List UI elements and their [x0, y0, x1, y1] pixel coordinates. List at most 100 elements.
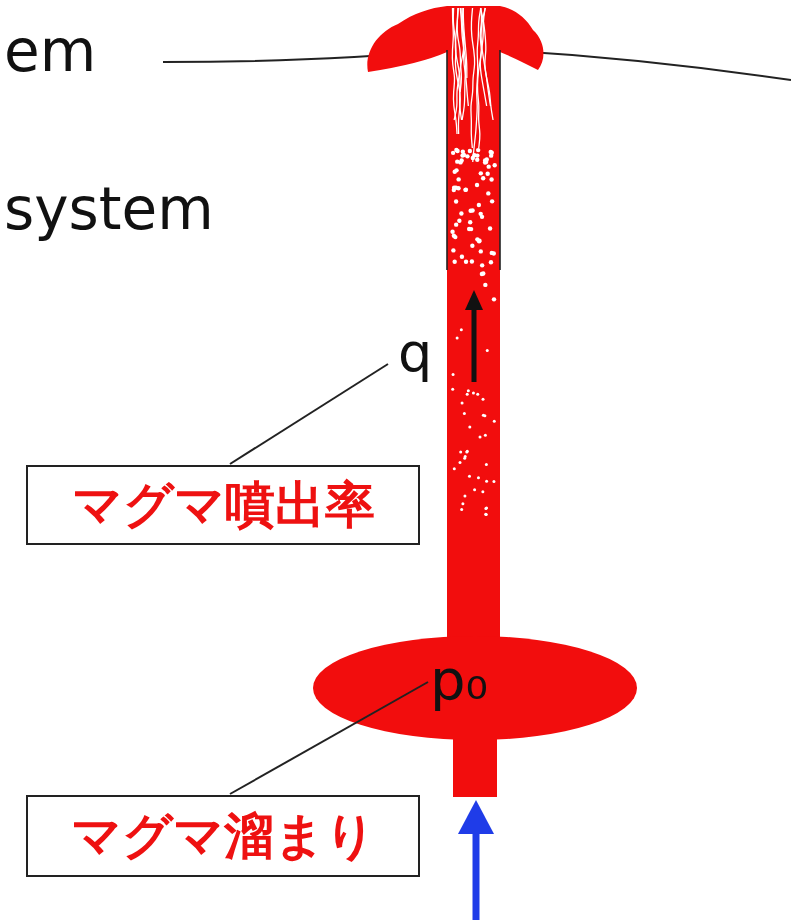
bubble	[480, 263, 484, 267]
box-text: マグマ噴出率	[72, 475, 375, 535]
bubble	[460, 508, 463, 511]
bubble	[467, 389, 470, 392]
ground-line	[500, 50, 791, 80]
bubble	[485, 463, 488, 466]
bubble	[460, 328, 463, 331]
bubble	[484, 160, 488, 164]
streak	[481, 8, 493, 120]
bubble	[489, 177, 493, 181]
bubble	[460, 255, 464, 259]
bubble	[461, 502, 464, 505]
bubble	[464, 188, 468, 192]
leader-line	[230, 682, 428, 794]
bubble	[468, 149, 472, 153]
bubble	[477, 203, 481, 207]
bubble	[450, 230, 454, 234]
bubble	[475, 183, 479, 187]
bubble	[490, 199, 494, 203]
bubble	[466, 450, 469, 453]
bubble	[469, 227, 473, 231]
bubble	[488, 150, 492, 154]
bubble	[457, 219, 461, 223]
bubble	[492, 251, 496, 255]
bubble	[486, 349, 489, 352]
magma-chamber	[313, 636, 637, 740]
feeder-dyke	[453, 735, 497, 797]
bubble	[476, 148, 480, 152]
bubble	[485, 480, 488, 483]
bubble	[472, 392, 475, 395]
bubble	[454, 222, 458, 226]
bubble	[453, 170, 457, 174]
bubble	[486, 164, 490, 168]
bubble	[459, 211, 463, 215]
bubble	[468, 426, 471, 429]
system-label: em	[4, 22, 96, 80]
bubble	[484, 507, 487, 510]
supply-arrow	[473, 830, 480, 920]
bubble	[465, 450, 468, 453]
bubble	[492, 163, 496, 167]
bubble	[468, 475, 471, 478]
bubble	[482, 398, 485, 401]
conduit-wall	[446, 50, 448, 270]
bubbles	[450, 148, 497, 516]
bubble	[481, 490, 484, 493]
bubble	[452, 260, 456, 264]
bubble	[451, 151, 455, 155]
bubble	[479, 249, 483, 253]
symbol-label: q	[398, 326, 432, 380]
bubble	[483, 414, 486, 417]
bubble	[461, 401, 464, 404]
flow-arrow-head	[465, 290, 483, 310]
bubble	[483, 283, 487, 287]
streak	[453, 8, 460, 134]
bubble	[456, 177, 460, 181]
bubble	[468, 220, 472, 224]
bubble	[493, 420, 496, 423]
bubble	[478, 212, 482, 216]
bubble	[479, 436, 482, 439]
streak	[473, 8, 481, 162]
bubble	[472, 153, 476, 157]
bubble	[451, 248, 455, 252]
bubble	[475, 157, 479, 161]
bubble	[470, 208, 474, 212]
bubble	[453, 235, 457, 239]
fragmentation-streaks	[452, 8, 493, 162]
bubble	[477, 476, 480, 479]
bubble	[485, 172, 489, 176]
box-text: マグマ溜まり	[71, 806, 376, 866]
bubble	[477, 238, 481, 242]
bubble	[486, 191, 490, 195]
flow-arrow	[472, 306, 477, 382]
bubble	[454, 199, 458, 203]
bubble	[453, 467, 456, 470]
conduit-wall	[499, 50, 501, 270]
bubble	[452, 373, 455, 376]
bubble	[481, 176, 485, 180]
bubble	[456, 336, 459, 339]
bubble	[479, 171, 483, 175]
system-label: system	[4, 180, 214, 238]
bubble	[485, 513, 488, 516]
bubble	[476, 393, 479, 396]
bubble	[454, 186, 458, 190]
bubble	[489, 260, 493, 264]
bubble	[466, 393, 469, 396]
bubble	[464, 455, 467, 458]
streak	[471, 8, 475, 148]
bubble	[464, 260, 468, 264]
bubble	[470, 244, 474, 248]
conduit	[447, 48, 500, 658]
bubble	[485, 506, 488, 509]
bubble	[463, 495, 466, 498]
bubble	[488, 226, 492, 230]
bubble	[458, 160, 462, 164]
bubble	[492, 297, 496, 301]
bubble	[484, 434, 487, 437]
label-box: マグマ噴出率	[26, 465, 420, 545]
bubble	[459, 450, 462, 453]
